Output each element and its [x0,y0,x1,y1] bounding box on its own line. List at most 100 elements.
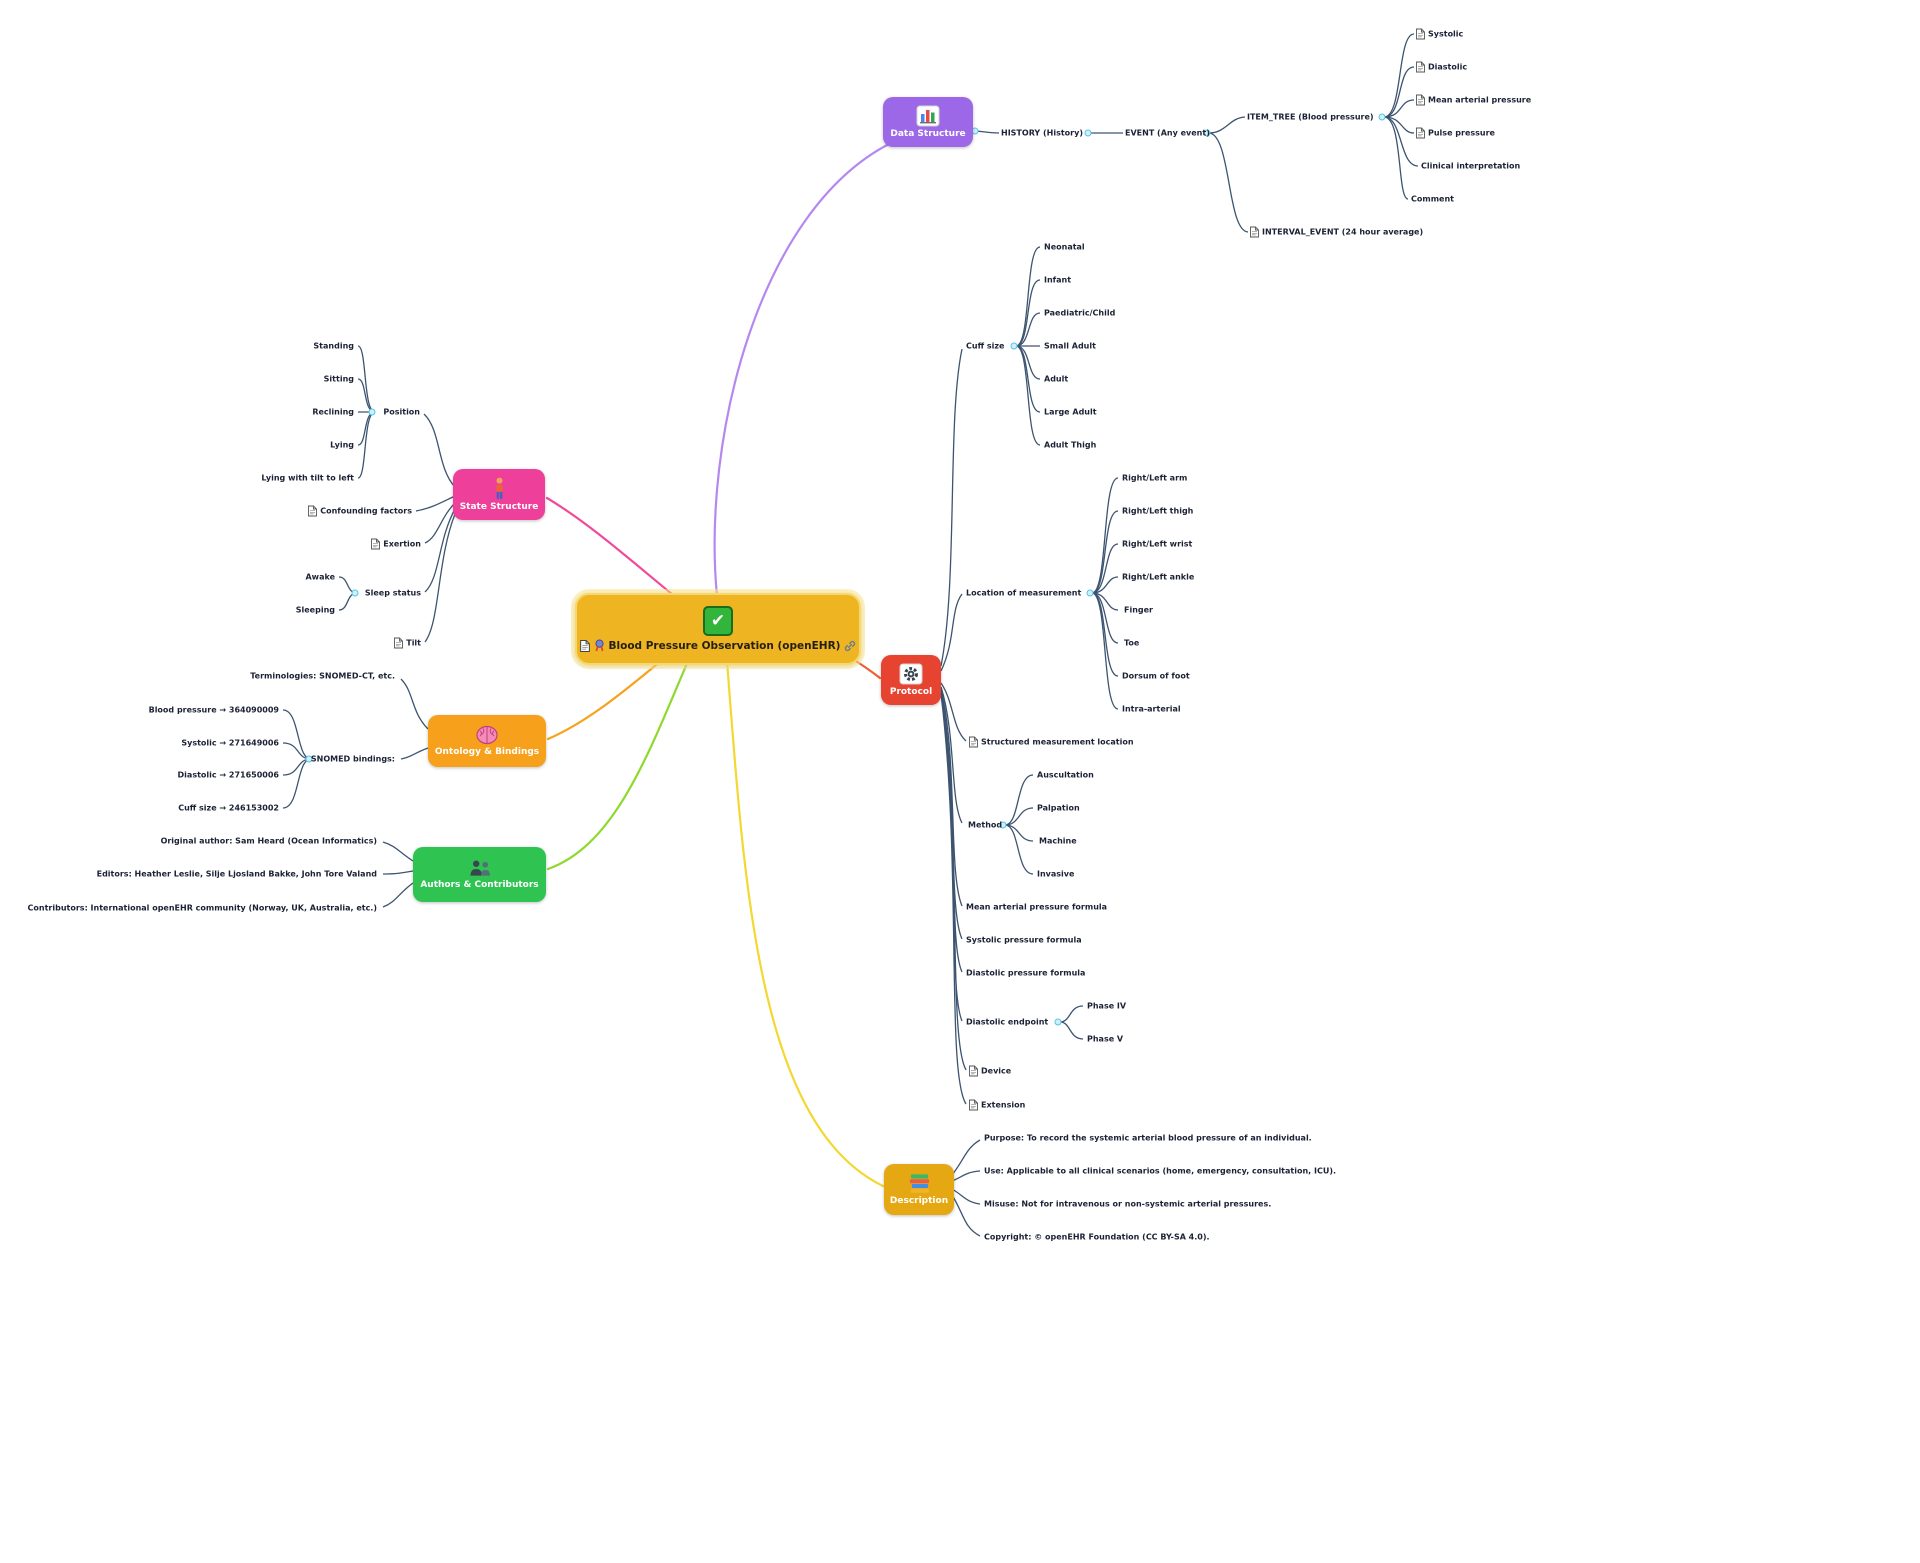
bar-chart-icon [916,105,940,127]
leaf-use[interactable]: Use: Applicable to all clinical scenario… [984,1166,1337,1176]
leaf-right-left-wrist[interactable]: Right/Left wrist [1122,539,1193,549]
central-title: Blood Pressure Observation (openEHR) [608,639,841,652]
leaf-original-author[interactable]: Original author: Sam Heard (Ocean Inform… [160,836,377,846]
leaf-large-adult[interactable]: Large Adult [1044,407,1097,417]
leaf-binding-systolic[interactable]: Systolic → 271649006 [181,738,279,748]
leaf-infant[interactable]: Infant [1044,275,1072,285]
brain-icon [475,725,499,745]
leaf-clinical-interpretation[interactable]: Clinical interpretation [1421,161,1521,171]
leaf-phase-iv[interactable]: Phase IV [1087,1001,1127,1011]
leaf-method[interactable]: Method [968,820,1003,830]
leaf-finger[interactable]: Finger [1124,605,1153,615]
leaf-adult-thigh[interactable]: Adult Thigh [1044,440,1097,450]
document-icon [969,736,978,748]
leaf-sleep-status[interactable]: Sleep status [364,588,421,598]
leaf-interval-event[interactable]: INTERVAL_EVENT (24 hour average) [1250,226,1423,238]
document-icon [1416,127,1425,139]
leaf-paediatric-child[interactable]: Paediatric/Child [1044,308,1116,318]
leaf-awake[interactable]: Awake [305,572,335,582]
leaf-right-left-thigh[interactable]: Right/Left thigh [1122,506,1194,516]
document-icon [371,538,381,550]
node-label: Ontology & Bindings [434,747,540,757]
document-icon [394,637,404,649]
document-icon [308,505,318,517]
leaf-item-tree[interactable]: ITEM_TREE (Blood pressure) [1247,112,1374,122]
node-state-structure[interactable]: State Structure [453,469,545,520]
leaf-invasive[interactable]: Invasive [1037,869,1075,879]
leaf-position[interactable]: Position [383,407,420,417]
leaf-location-of-measurement[interactable]: Location of measurement [966,588,1082,598]
leaf-structured-measurement-location[interactable]: Structured measurement location [969,736,1134,748]
leaf-diastolic[interactable]: Diastolic [1416,61,1467,73]
node-description[interactable]: Description [884,1164,954,1215]
check-icon: ✔ [703,606,733,636]
node-authors-contributors[interactable]: Authors & Contributors [413,847,546,902]
leaf-sitting[interactable]: Sitting [323,374,354,384]
leaf-confounding-factors[interactable]: Confounding factors [308,505,412,517]
leaf-systolic-formula[interactable]: Systolic pressure formula [966,935,1082,945]
leaf-auscultation[interactable]: Auscultation [1037,770,1094,780]
leaf-reclining[interactable]: Reclining [312,407,354,417]
leaf-right-left-arm[interactable]: Right/Left arm [1122,473,1188,483]
leaf-right-left-ankle[interactable]: Right/Left ankle [1122,572,1195,582]
node-ontology-bindings[interactable]: Ontology & Bindings [428,715,546,767]
seal-icon [594,639,605,652]
node-label: Description [889,1196,949,1206]
leaf-copyright[interactable]: Copyright: © openEHR Foundation (CC BY-S… [984,1232,1210,1242]
leaf-cuff-size[interactable]: Cuff size [966,341,1005,351]
leaf-exertion[interactable]: Exertion [371,538,421,550]
leaf-lying-with-tilt[interactable]: Lying with tilt to left [261,473,354,483]
person-icon [492,477,507,500]
node-protocol[interactable]: Protocol [881,655,941,705]
books-icon [908,1173,931,1194]
leaf-purpose[interactable]: Purpose: To record the systemic arterial… [984,1133,1312,1143]
leaf-small-adult[interactable]: Small Adult [1044,341,1096,351]
leaf-pulse-pressure[interactable]: Pulse pressure [1416,127,1495,139]
leaf-palpation[interactable]: Palpation [1037,803,1080,813]
node-label: Authors & Contributors [420,880,539,890]
leaf-phase-v[interactable]: Phase V [1087,1034,1124,1044]
leaf-history[interactable]: HISTORY (History) [1001,128,1083,138]
node-label: Data Structure [890,129,966,139]
leaf-diastolic-endpoint[interactable]: Diastolic endpoint [966,1017,1049,1027]
leaf-snomed-bindings[interactable]: SNOMED bindings: [310,754,395,764]
leaf-contributors[interactable]: Contributors: International openEHR comm… [27,903,377,913]
document-icon [1416,28,1425,40]
leaf-intra-arterial[interactable]: Intra-arterial [1122,704,1181,714]
leaf-diastolic-formula[interactable]: Diastolic pressure formula [966,968,1086,978]
leaf-machine[interactable]: Machine [1039,836,1077,846]
leaf-standing[interactable]: Standing [313,341,354,351]
leaf-event[interactable]: EVENT (Any event) [1125,128,1210,138]
node-data-structure[interactable]: Data Structure [883,97,973,147]
gear-icon [899,663,923,685]
leaf-tilt[interactable]: Tilt [394,637,421,649]
leaf-sleeping[interactable]: Sleeping [295,605,335,615]
leaf-neonatal[interactable]: Neonatal [1044,242,1085,252]
leaf-adult[interactable]: Adult [1044,374,1069,384]
document-icon [1416,94,1425,106]
leaf-misuse[interactable]: Misuse: Not for intravenous or non-syste… [984,1199,1272,1209]
leaf-terminologies[interactable]: Terminologies: SNOMED-CT, etc. [250,671,395,681]
leaf-toe[interactable]: Toe [1124,638,1140,648]
leaf-map-formula[interactable]: Mean arterial pressure formula [966,902,1108,912]
leaf-lying[interactable]: Lying [330,440,354,450]
leaf-device[interactable]: Device [969,1065,1011,1077]
document-icon [969,1099,978,1111]
leaf-extension[interactable]: Extension [969,1099,1025,1111]
link-icon [844,640,856,652]
leaf-binding-blood-pressure[interactable]: Blood pressure → 364090009 [148,705,279,715]
leaf-editors[interactable]: Editors: Heather Leslie, Silje Ljosland … [96,869,377,879]
document-icon [1416,61,1425,73]
document-icon [1250,226,1259,238]
central-node[interactable]: ✔ Blood Pressure Observation (openEHR) [575,593,861,665]
leaf-binding-diastolic[interactable]: Diastolic → 271650006 [177,770,279,780]
document-icon [579,639,590,652]
leaf-mean-arterial-pressure[interactable]: Mean arterial pressure [1416,94,1531,106]
leaf-dorsum-of-foot[interactable]: Dorsum of foot [1122,671,1190,681]
leaf-binding-cuff-size[interactable]: Cuff size → 246153002 [178,803,279,813]
leaf-comment[interactable]: Comment [1411,194,1454,204]
leaf-systolic[interactable]: Systolic [1416,28,1463,40]
people-icon [467,859,493,878]
node-label: Protocol [889,687,933,697]
